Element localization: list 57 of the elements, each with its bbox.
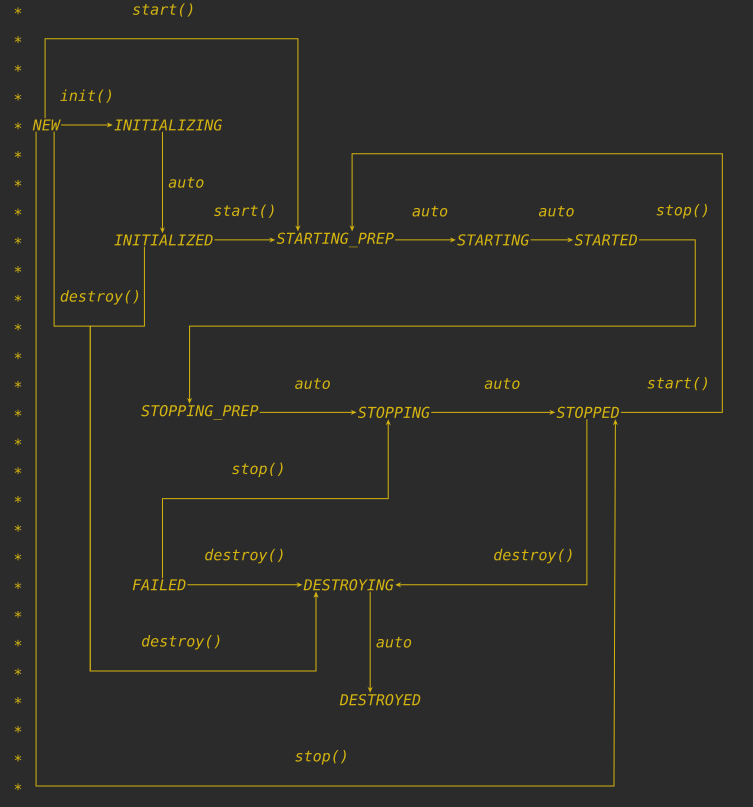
comment-asterisk: * xyxy=(14,64,22,72)
comment-asterisk: * xyxy=(14,122,22,130)
comment-asterisk: * xyxy=(14,36,22,43)
comment-asterisk: * xyxy=(14,783,22,790)
edge-label: start() xyxy=(646,376,711,392)
state-label: FAILED xyxy=(132,579,186,590)
edge-label: auto xyxy=(374,636,414,649)
edge-label: auto xyxy=(294,377,332,390)
edge-label: init() xyxy=(58,88,116,104)
comment-asterisk: * xyxy=(14,237,22,244)
comment-asterisk: * xyxy=(14,697,22,704)
edge-label: auto xyxy=(411,204,450,218)
comment-asterisk: * xyxy=(14,94,22,100)
comment-asterisk: * xyxy=(14,151,22,158)
edge-label: destroy() xyxy=(140,634,224,651)
edge-label: auto xyxy=(167,176,206,189)
edge-label: destroy() xyxy=(492,548,576,564)
comment-asterisk: * xyxy=(14,381,22,388)
comment-asterisk: * xyxy=(14,610,22,618)
edge-label: start() xyxy=(212,204,278,219)
comment-asterisk: * xyxy=(14,410,22,417)
comment-asterisk: * xyxy=(14,496,22,503)
state-label: STOPPING_PREP xyxy=(141,405,258,420)
edge-label: start() xyxy=(131,2,196,18)
state-label: STARTING_PREP xyxy=(276,232,394,248)
comment-asterisk: * xyxy=(14,726,22,733)
comment-asterisk: * xyxy=(14,668,22,676)
comment-asterisk: * xyxy=(14,640,22,647)
state-label: INITIALIZING xyxy=(114,119,222,131)
edge-label: destroy() xyxy=(203,548,287,564)
comment-asterisk: * xyxy=(14,438,22,446)
state-label: DESTROYING xyxy=(304,579,394,590)
comment-asterisk: * xyxy=(14,266,22,273)
edge-label: stop() xyxy=(230,462,287,478)
edge-label: auto xyxy=(537,204,576,218)
comment-asterisk: * xyxy=(14,352,22,360)
state-label: STARTED xyxy=(574,234,637,246)
state-label: STOPPED xyxy=(556,406,619,418)
state-label: NEW xyxy=(32,120,61,130)
comment-asterisk: * xyxy=(14,208,22,216)
edge-label: stop() xyxy=(654,202,711,220)
edge-label: auto xyxy=(483,377,522,390)
state-label: STARTING xyxy=(457,234,529,246)
comment-asterisk: * xyxy=(14,553,22,560)
state-label: STOPPING xyxy=(358,406,430,418)
comment-asterisk: * xyxy=(14,467,22,474)
comment-asterisk: * xyxy=(14,180,22,187)
edge-label: stop() xyxy=(294,748,350,766)
state-label: DESTROYED xyxy=(340,694,420,706)
comment-asterisk: * xyxy=(14,324,22,330)
comment-asterisk: * xyxy=(14,294,22,302)
edge-label: destroy() xyxy=(58,289,142,306)
comment-asterisk: * xyxy=(14,524,22,532)
comment-asterisk: * xyxy=(14,7,22,14)
comment-asterisk: * xyxy=(14,582,22,590)
comment-asterisk: * xyxy=(14,754,22,762)
state-label: INITIALIZED xyxy=(114,234,213,246)
